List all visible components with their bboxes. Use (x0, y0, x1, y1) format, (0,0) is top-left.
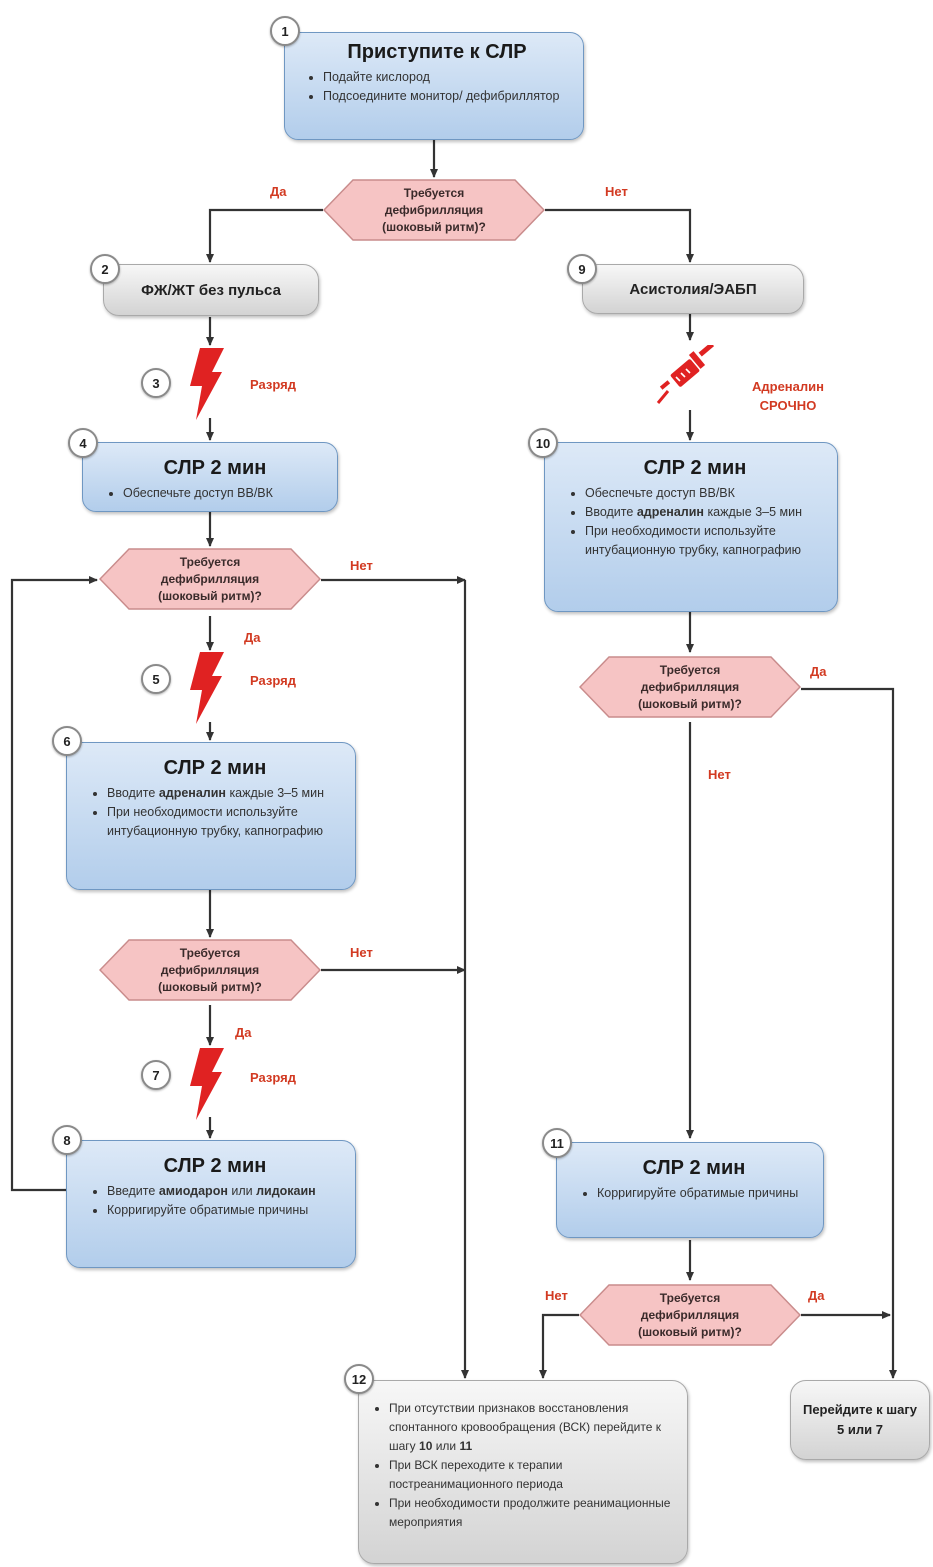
step-number-6: 6 (52, 726, 82, 756)
step-number-12: 12 (344, 1364, 374, 1394)
step-number-9: 9 (567, 254, 597, 284)
step-6-bullets: Вводите адреналин каждые 3–5 мин При нео… (89, 784, 341, 841)
label-no: Нет (545, 1288, 568, 1303)
shock-bolt-icon (190, 652, 224, 724)
label-shock: Разряд (250, 1070, 296, 1085)
step-6-cpr-box: СЛР 2 мин Вводите адреналин каждые 3–5 м… (66, 742, 356, 890)
label-shock: Разряд (250, 673, 296, 688)
step-11-cpr-box: СЛР 2 мин Корригируйте обратимые причины (556, 1142, 824, 1238)
step-1-bullets: Подайте кислород Подсоедините монитор/ д… (305, 68, 569, 106)
label-epinephrine-stat: Адреналин СРОЧНО (748, 377, 828, 415)
step-2-vf-vt-box: ФЖ/ЖТ без пульса (103, 264, 319, 316)
step-9-asystole-pea-box: Асистолия/ЭАБП (582, 264, 804, 314)
step-9-text: Асистолия/ЭАБП (629, 280, 757, 298)
step-number-11: 11 (542, 1128, 572, 1158)
step-8-bullet: Корригируйте обратимые причины (107, 1201, 341, 1220)
goto-text: Перейдите к шагу 5 или 7 (802, 1402, 918, 1437)
step-4-bullet: Обеспечьте доступ ВВ/ВК (123, 484, 325, 503)
step-11-bullet: Корригируйте обратимые причины (597, 1184, 809, 1203)
step-4-title: СЛР 2 мин (163, 457, 267, 479)
label-no: Нет (350, 558, 373, 573)
step-number-10: 10 (528, 428, 558, 458)
step-1-bullet: Подайте кислород (323, 68, 569, 87)
shock-bolt-icon (190, 1048, 224, 1120)
shock-bolt-icon (190, 348, 224, 420)
step-8-cpr-box: СЛР 2 мин Введите амиодарон или лидокаин… (66, 1140, 356, 1268)
step-6-bullet: Вводите адреналин каждые 3–5 мин (107, 784, 341, 803)
decision-line-2: дефибрилляция (384, 202, 484, 217)
label-yes: Да (244, 630, 261, 645)
step-number-7: 7 (141, 1060, 171, 1090)
label-yes: Да (270, 184, 287, 199)
step-number-2: 2 (90, 254, 120, 284)
step-10-title: СЛР 2 мин (643, 457, 747, 479)
decision-line-1: Требуется (403, 185, 465, 200)
step-10-bullets: Обеспечьте доступ ВВ/ВК Вводите адренали… (567, 484, 823, 560)
label-yes: Да (235, 1025, 252, 1040)
step-11-bullets: Корригируйте обратимые причины (579, 1184, 809, 1203)
step-8-title: СЛР 2 мин (163, 1155, 267, 1177)
syringe-icon (656, 345, 715, 404)
step-number-1: 1 (270, 16, 300, 46)
step-6-bullet: При необходимости используйте интубацион… (107, 803, 341, 841)
label-no: Нет (708, 767, 731, 782)
step-12-bullet: При отсутствии признаков восстановления … (389, 1399, 675, 1456)
step-number-4: 4 (68, 428, 98, 458)
step-2-text: ФЖ/ЖТ без пульса (141, 281, 281, 299)
label-no: Нет (350, 945, 373, 960)
label-yes: Да (810, 664, 827, 679)
step-1-bullet: Подсоедините монитор/ дефибриллятор (323, 87, 569, 106)
step-12-bullet: При ВСК переходите к терапии постреанима… (389, 1456, 675, 1494)
decision-shockable-1: Требуется дефибрилляция (шоковый ритм)? (323, 179, 545, 241)
step-12-bullet: При необходимости продолжите реанимацион… (389, 1494, 675, 1532)
step-10-cpr-box: СЛР 2 мин Обеспечьте доступ ВВ/ВК Вводит… (544, 442, 838, 612)
step-8-bullet: Введите амиодарон или лидокаин (107, 1182, 341, 1201)
step-6-title: СЛР 2 мин (163, 757, 267, 779)
step-number-5: 5 (141, 664, 171, 694)
step-4-bullets: Обеспечьте доступ ВВ/ВК (105, 484, 325, 503)
label-yes: Да (808, 1288, 825, 1303)
step-1-start-cpr-box: Приступите к СЛР Подайте кислород Подсое… (284, 32, 584, 140)
label-epi-line-1: Адреналин (752, 379, 824, 394)
goto-step-5-or-7-box: Перейдите к шагу 5 или 7 (790, 1380, 930, 1460)
step-10-bullet: При необходимости используйте интубацион… (585, 522, 823, 560)
label-epi-line-2: СРОЧНО (759, 398, 817, 413)
step-11-title: СЛР 2 мин (642, 1157, 746, 1179)
step-10-bullet: Вводите адреналин каждые 3–5 мин (585, 503, 823, 522)
step-4-cpr-box: СЛР 2 мин Обеспечьте доступ ВВ/ВК (82, 442, 338, 512)
step-8-bullets: Введите амиодарон или лидокаин Корригиру… (89, 1182, 341, 1220)
step-12-bullets: При отсутствии признаков восстановления … (371, 1399, 675, 1532)
step-number-3: 3 (141, 368, 171, 398)
decision-line-3: (шоковый ритм)? (382, 219, 486, 234)
label-shock: Разряд (250, 377, 296, 392)
label-no: Нет (605, 184, 628, 199)
step-12-outcome-box: При отсутствии признаков восстановления … (358, 1380, 688, 1564)
step-1-title: Приступите к СЛР (347, 41, 527, 63)
step-10-bullet: Обеспечьте доступ ВВ/ВК (585, 484, 823, 503)
step-number-8: 8 (52, 1125, 82, 1155)
